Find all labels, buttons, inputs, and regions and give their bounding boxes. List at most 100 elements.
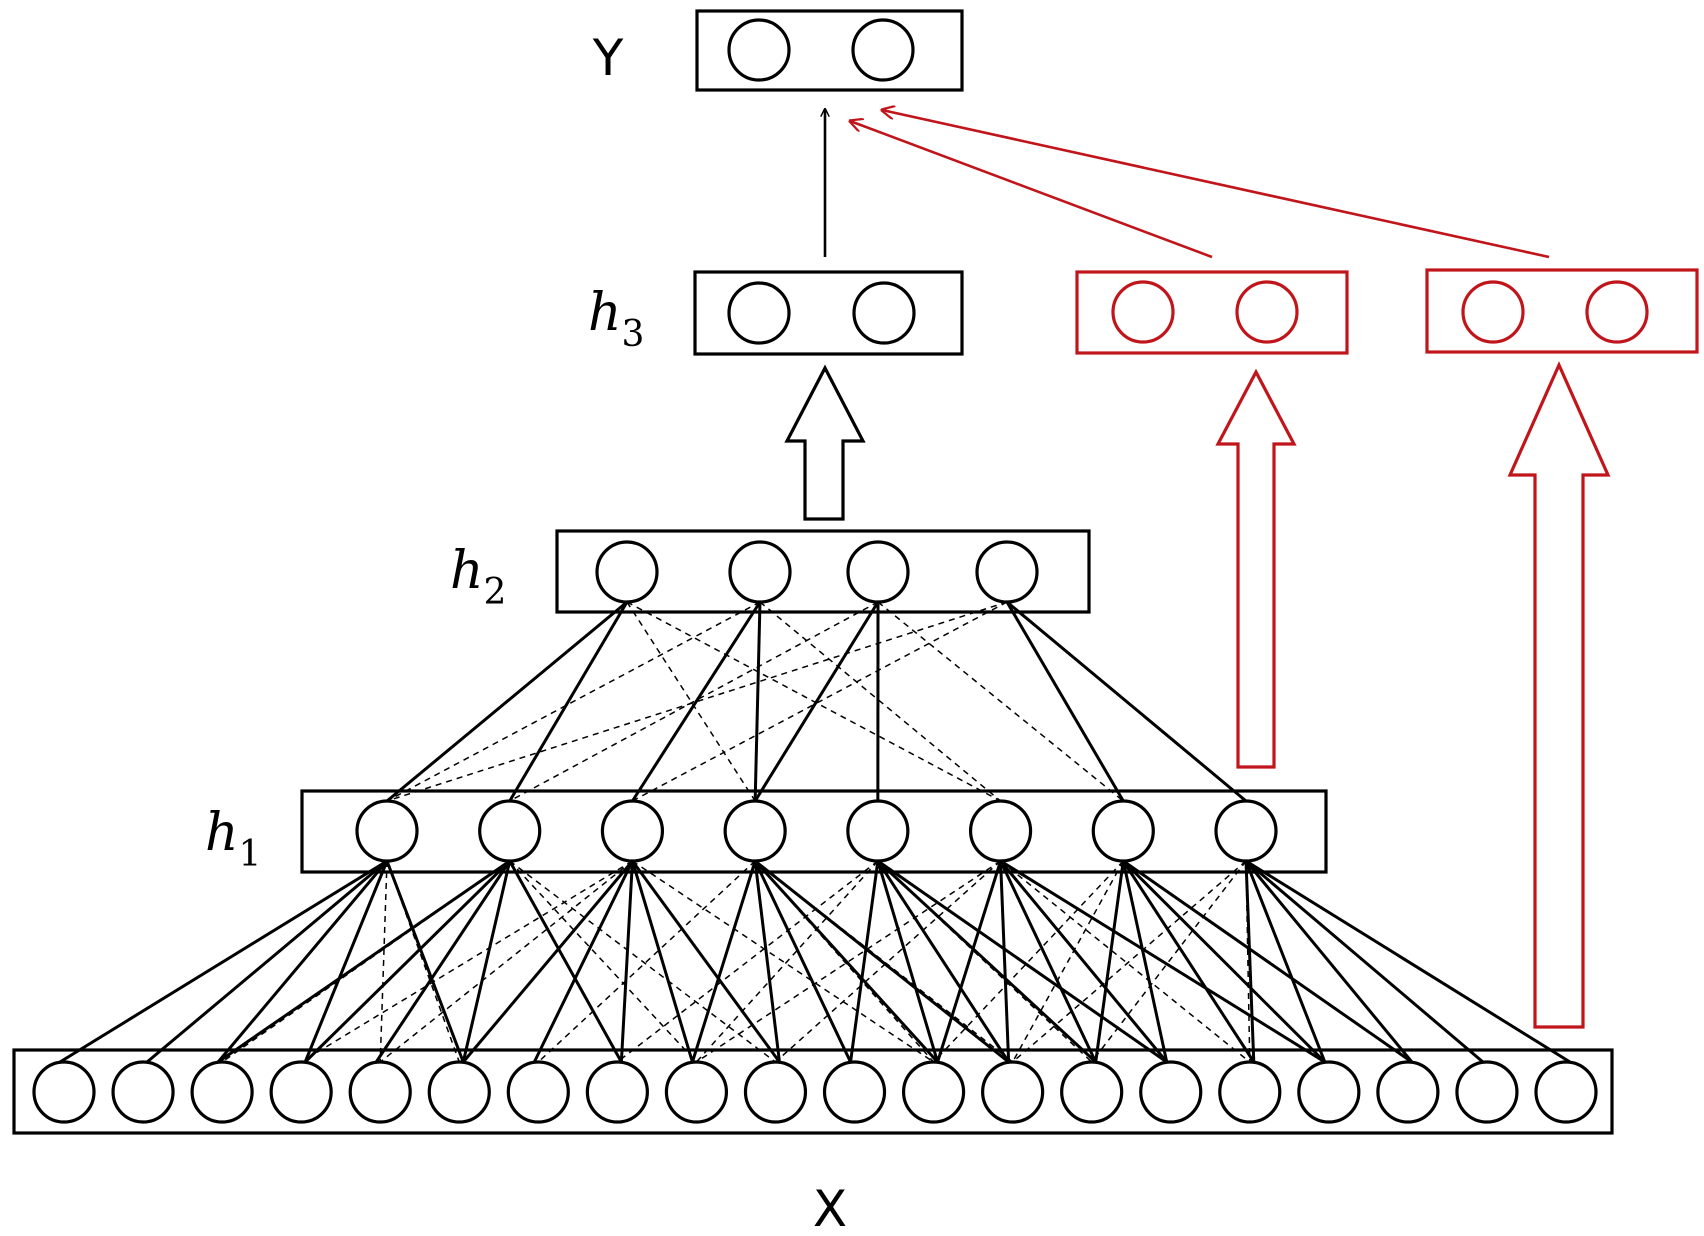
red-branch-box-1	[1075, 270, 1349, 355]
h2-label: h2	[450, 541, 506, 613]
solid-edge-h1-input	[876, 859, 1097, 1064]
h3-label-sub: 3	[622, 314, 645, 355]
h2-label-base: h	[450, 541, 484, 601]
h1-neuron	[355, 799, 419, 863]
h3-layer-box	[693, 270, 964, 356]
red-branch-box-2	[1425, 268, 1699, 354]
input-neuron	[190, 1060, 254, 1124]
dashed-edge-h1-input	[537, 860, 756, 1063]
dashed-edge-h2-h1	[632, 601, 1008, 802]
input-neurons	[32, 1060, 1598, 1124]
h3-neuron	[852, 281, 916, 345]
input-label: X	[813, 1180, 847, 1236]
red-arrow-branch1-to-output	[850, 121, 1213, 259]
h1-layer-box	[300, 789, 1328, 874]
h3-neurons	[727, 281, 916, 345]
dashed-edge-h1-input	[509, 860, 697, 1063]
solid-edge-h2-h1	[386, 600, 628, 803]
dashed-edge-h1-input	[616, 860, 879, 1063]
h1-neuron	[600, 799, 665, 863]
solid-edge-h1-input	[1122, 859, 1326, 1064]
input-neuron	[269, 1060, 333, 1124]
output-neuron	[851, 18, 915, 82]
solid-edge-h2-h1	[631, 601, 762, 802]
input-neuron	[1139, 1060, 1203, 1124]
h1-label-sub: 1	[239, 834, 262, 875]
dashed-edge-h1-input	[1011, 860, 1124, 1063]
h3-label-base: h	[588, 283, 622, 343]
h2-neuron	[728, 540, 792, 604]
solid-edge-h1-input	[690, 860, 757, 1063]
solid-edge-h1-input	[1121, 860, 1169, 1063]
red-branch-neurons	[1111, 280, 1649, 344]
input-neuron	[348, 1060, 412, 1124]
red-branch-neuron	[1111, 280, 1175, 344]
solid-edge-h1-input	[532, 860, 634, 1063]
red-branch-neuron	[1461, 280, 1525, 344]
input-neuron	[664, 1060, 729, 1124]
solid-edge-h1-input	[754, 859, 1010, 1064]
solid-edge-h1-input	[385, 860, 465, 1063]
solid-edge-h1-input	[216, 860, 389, 1063]
output-layer-box	[695, 9, 964, 92]
red-branch-neuron	[1235, 280, 1299, 344]
dashed-edge-h1-input	[696, 860, 1001, 1063]
solid-edge-h2-h1	[508, 601, 629, 802]
solid-edge-h1-input	[876, 860, 940, 1063]
input-neuron	[1376, 1060, 1440, 1124]
solid-edge-h2-h1	[753, 601, 762, 802]
red-block-arrow-1	[1215, 368, 1297, 769]
solid-edge-h1-input	[1244, 860, 1414, 1063]
solid-edge-h1-input	[877, 859, 1168, 1064]
solid-edge-h1-input	[146, 859, 388, 1064]
dashed-edge-h1-input	[509, 860, 776, 1063]
solid-edge-h1-input	[217, 859, 511, 1064]
dashed-edge-h1-input	[695, 860, 879, 1063]
input-neuron	[111, 1060, 175, 1124]
solid-edge-h1-input	[1245, 859, 1484, 1064]
h3-neuron	[727, 281, 791, 345]
h1-neuron	[1091, 799, 1155, 863]
solid-edge-h1-input	[304, 859, 511, 1064]
solid-edge-h1-input	[619, 860, 634, 1063]
input-neuron	[32, 1060, 96, 1124]
solid-edge-h1-input	[1094, 860, 1125, 1063]
solid-edge-h2-h1	[753, 601, 880, 802]
solid-edge-h1-input	[999, 860, 1011, 1063]
dashed-edge-h1-input	[1012, 860, 1247, 1063]
h2-layer-box	[555, 529, 1091, 614]
solid-edge-h1-input	[374, 860, 511, 1063]
solid-edge-h1-input	[1122, 860, 1256, 1063]
h1-neuron	[723, 799, 787, 863]
h1-label: h1	[205, 803, 261, 875]
solid-edge-h1-input	[462, 860, 634, 1063]
output-label: Y	[592, 29, 624, 87]
output-neuron	[727, 18, 791, 82]
dashed-edge-h2-h1	[509, 601, 879, 802]
dashed-edge-h1-input	[300, 860, 633, 1063]
input-neuron	[585, 1060, 649, 1124]
input-neuron	[743, 1060, 808, 1124]
input-layer-box	[12, 1048, 1614, 1135]
red-block-arrow-2	[1507, 361, 1611, 1029]
input-neuron	[506, 1060, 570, 1124]
dashed-edge-h2-h1	[386, 601, 761, 802]
solid-edge-h1-input	[1244, 860, 1256, 1063]
solid-edge-h1-input	[461, 860, 512, 1063]
solid-edge-h1-input	[754, 859, 939, 1064]
dashed-edge-h1-input	[933, 860, 1124, 1063]
h1-neuron	[478, 799, 542, 863]
solid-edge-h1-input	[999, 860, 1168, 1063]
solid-edge-h1-input	[1244, 860, 1327, 1063]
h3-label: h3	[588, 283, 644, 355]
input-neuron	[822, 1060, 887, 1124]
dashed-edge-h1-input	[632, 860, 934, 1063]
dashed-edge-h1-input	[1000, 860, 1251, 1063]
solid-edge-h2-h1	[1005, 601, 1125, 802]
dashed-edge-h2-h1	[626, 601, 1001, 802]
input-neuron	[901, 1060, 966, 1124]
input-neuron	[1297, 1060, 1361, 1124]
red-arrow-branch2-to-output	[882, 110, 1550, 259]
h2-label-sub: 2	[484, 572, 507, 613]
